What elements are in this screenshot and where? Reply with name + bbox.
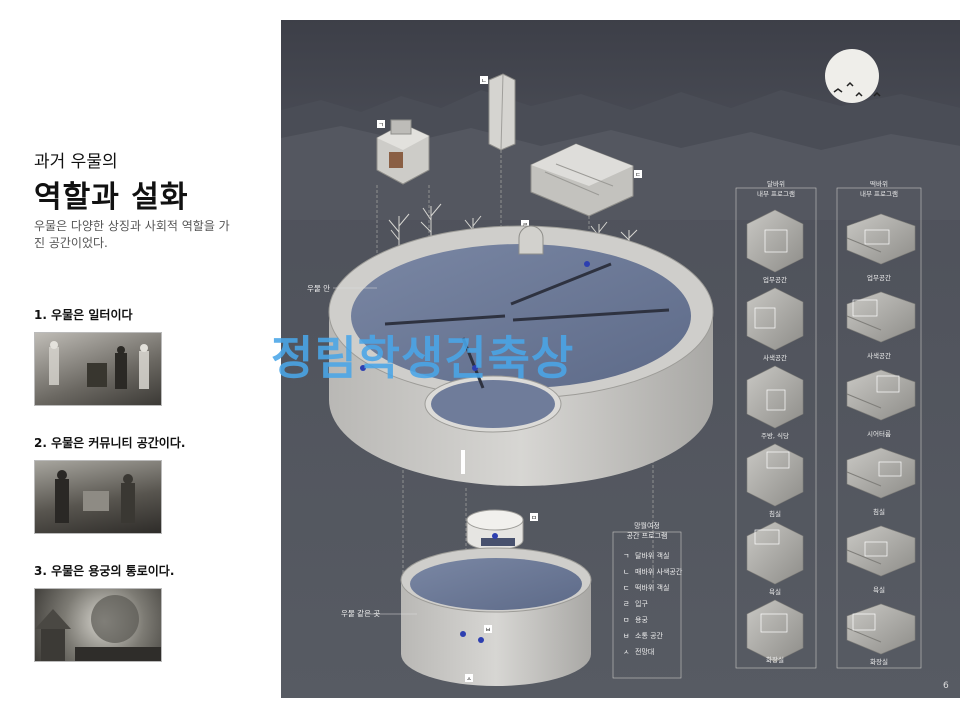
svg-text:ㄹ: ㄹ — [522, 222, 528, 229]
svg-text:ㅁ: ㅁ — [623, 616, 629, 624]
svg-text:우물 안: 우물 안 — [307, 283, 330, 293]
svg-text:용궁: 용궁 — [635, 616, 648, 624]
section-2-heading: 2. 우물은 커뮤니티 공간이다. — [34, 436, 186, 450]
marker-giyeok: ㄱ — [377, 120, 385, 129]
title-line-1: 과거 우물의 — [34, 152, 118, 172]
illustration-panel: ㄱ ㄴ ㄷ ㄹ — [281, 20, 960, 698]
marker-siot: ㅅ — [465, 674, 473, 683]
tower-maebawi — [488, 73, 516, 151]
col1-title-1: 달바위 — [767, 179, 785, 188]
svg-text:ㅂ: ㅂ — [623, 632, 629, 640]
entrance-structure — [518, 225, 544, 255]
section-1-photo — [34, 332, 162, 406]
svg-text:ㅅ: ㅅ — [623, 648, 629, 656]
program-cube: 화장실 — [746, 599, 804, 664]
page-number: 6 — [943, 681, 949, 691]
program-slab: 욕실 — [846, 525, 916, 594]
svg-text:화장실: 화장실 — [766, 655, 784, 664]
watermark-text: 정림학생건축상 — [271, 331, 575, 385]
program-slab: 화장실 — [846, 603, 916, 666]
marker-rieul: ㄹ — [521, 220, 529, 229]
svg-text:주방, 식당: 주방, 식당 — [761, 431, 789, 440]
svg-text:ㄱ: ㄱ — [378, 122, 384, 129]
svg-text:ㅂ: ㅂ — [485, 627, 491, 634]
person-figure — [360, 365, 366, 371]
legend-item: ㅅ 전망대 — [623, 647, 654, 656]
col1-title-2: 내부 프로그램 — [757, 189, 795, 198]
svg-text:ㄹ: ㄹ — [623, 600, 629, 608]
svg-text:ㅁ: ㅁ — [531, 515, 537, 522]
legend-item: ㄱ 달바위 객실 — [623, 551, 669, 560]
label-well-like-place: 우물 같은 곳 — [341, 608, 417, 618]
marker-nieun: ㄴ — [480, 76, 488, 85]
legend-item: ㄹ 입구 — [623, 600, 648, 608]
svg-text:ㄴ: ㄴ — [481, 78, 487, 85]
tteokbawi-program-column: 떡바위 내부 프로그램 업무공간 사색공간 시어터룸 침실 욕실 화장실 — [836, 179, 922, 669]
section-3-photo — [34, 588, 162, 662]
svg-text:매바위 사색공간: 매바위 사색공간 — [635, 567, 683, 576]
page-title: 역할과 설화 — [34, 180, 189, 215]
svg-text:ㄱ: ㄱ — [623, 552, 629, 560]
building-tteokbawi — [530, 143, 634, 217]
svg-text:ㄷ: ㄷ — [623, 584, 629, 592]
legend-item: ㄴ 매바위 사색공간 — [623, 567, 683, 576]
program-cube: 주방, 식당 — [746, 365, 804, 440]
legend-item: ㅁ 용궁 — [623, 616, 648, 624]
dalbawi-program-column: 달바위 내부 프로그램 업무공간 사색공간 주방, 식당 침실 욕실 화장실 — [735, 179, 817, 669]
svg-text:입구: 입구 — [635, 600, 648, 608]
section-1-heading: 1. 우물은 일터이다 — [34, 308, 133, 322]
svg-text:떡바위 객실: 떡바위 객실 — [635, 583, 669, 592]
svg-text:사색공간: 사색공간 — [763, 353, 787, 362]
svg-text:욕실: 욕실 — [873, 585, 885, 594]
legend-title-2: 공간 프로그램 — [627, 531, 668, 540]
marker-mieum: ㅁ — [530, 513, 538, 522]
moon — [825, 49, 881, 103]
program-slab: 시어터룸 — [846, 369, 916, 438]
svg-text:ㄷ: ㄷ — [635, 172, 641, 179]
label-well-inside: 우물 안 — [307, 283, 377, 293]
left-column: 과거 우물의 역할과 설화 우물은 다양한 상징과 사회적 역할을 가진 공간이… — [0, 0, 280, 720]
svg-text:사색공간: 사색공간 — [867, 351, 891, 360]
svg-text:ㄴ: ㄴ — [623, 568, 629, 576]
legend-item: ㄷ 떡바위 객실 — [623, 583, 669, 592]
program-cube: 업무공간 — [746, 209, 804, 284]
section-2-photo — [34, 460, 162, 534]
program-legend: 망월여정 공간 프로그램 ㄱ 달바위 객실 ㄴ 매바위 사색공간 ㄷ 떡바위 객실 ㄹ… — [612, 521, 683, 679]
program-cube: 욕실 — [746, 521, 804, 596]
person-figure — [472, 365, 478, 371]
svg-text:우물 같은 곳: 우물 같은 곳 — [341, 608, 380, 618]
legend-title-1: 망월여정 — [634, 521, 660, 530]
program-cube: 사색공간 — [746, 287, 804, 362]
program-slab: 업무공간 — [846, 213, 916, 282]
main-well — [328, 225, 714, 486]
svg-text:침실: 침실 — [873, 507, 885, 516]
svg-text:업무공간: 업무공간 — [763, 275, 787, 284]
person-figure — [584, 261, 590, 267]
program-slab: 사색공간 — [846, 291, 916, 360]
svg-text:화장실: 화장실 — [870, 657, 888, 666]
program-slab: 침실 — [846, 447, 916, 516]
svg-text:시어터룸: 시어터룸 — [867, 429, 891, 438]
col2-title-2: 내부 프로그램 — [860, 189, 898, 198]
program-cube: 침실 — [746, 443, 804, 518]
svg-text:소통 공간: 소통 공간 — [635, 631, 664, 640]
svg-text:ㅅ: ㅅ — [466, 676, 472, 683]
col2-title-1: 떡바위 — [870, 179, 888, 188]
marker-digeut: ㄷ — [634, 170, 642, 179]
marker-bieup: ㅂ — [484, 625, 492, 634]
svg-text:욕실: 욕실 — [769, 587, 781, 596]
lower-well — [400, 509, 592, 686]
legend-item: ㅂ 소통 공간 — [623, 631, 664, 640]
svg-text:전망대: 전망대 — [635, 647, 654, 656]
svg-text:업무공간: 업무공간 — [867, 273, 891, 282]
page-description: 우물은 다양한 상징과 사회적 역할을 가진 공간이었다. — [34, 219, 230, 250]
section-3-heading: 3. 우물은 용궁의 통로이다. — [34, 564, 175, 578]
building-dalbawi — [376, 119, 430, 185]
svg-text:침실: 침실 — [769, 509, 781, 518]
svg-text:달바위 객실: 달바위 객실 — [635, 551, 669, 560]
